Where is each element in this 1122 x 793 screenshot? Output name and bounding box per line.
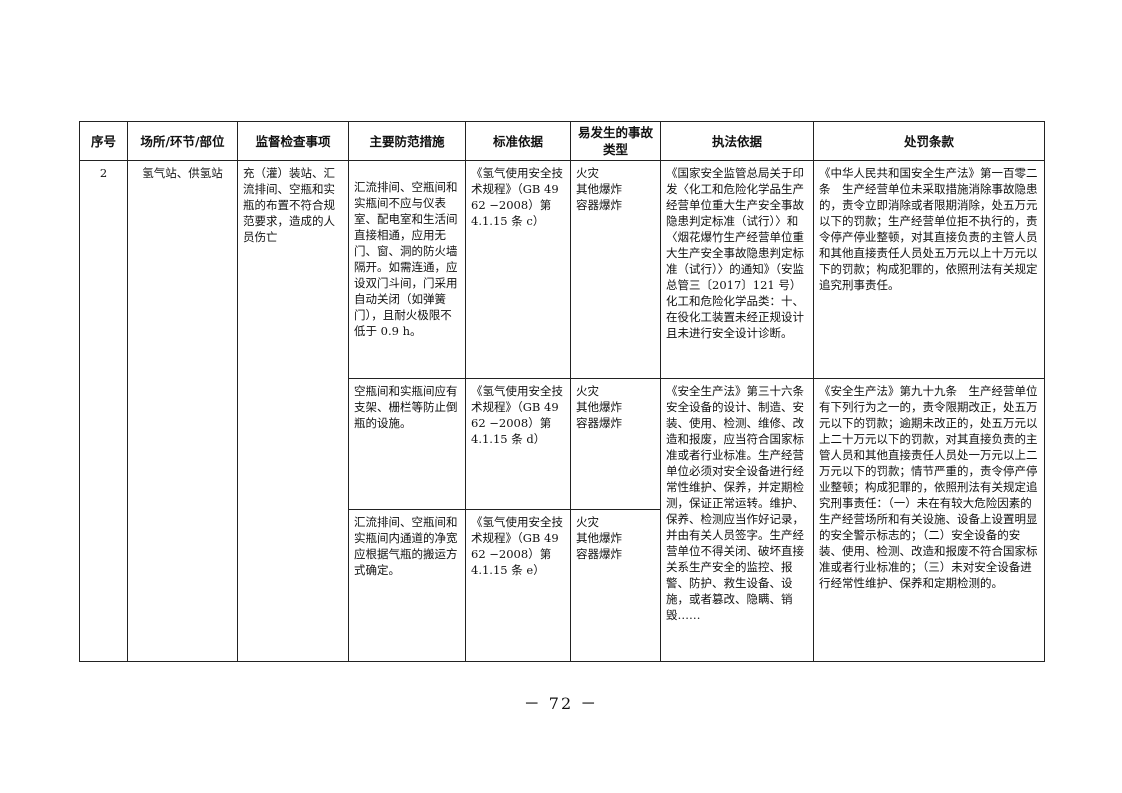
law-basis-cell-2: 《安全生产法》第三十六条 安全设备的设计、制造、安装、使用、检测、维修、改造和报… [660, 378, 816, 662]
standard-cell-1: 《氢气使用安全技术规程》（GB 4962 −2008）第 4.1.15 条 c） [465, 160, 571, 379]
page-number: － 72 － [523, 694, 599, 713]
header-item: 监督检查事项 [237, 121, 349, 161]
accident-type-cell-2: 火灾 其他爆炸 容器爆炸 [570, 378, 661, 510]
penalty-cell-1: 《中华人民共和国安全生产法》第一百零二条 生产经营单位未采取措施消除事故隐患的，… [813, 160, 1045, 379]
inspection-item-cell: 充（灌）装站、汇流排间、空瓶和实瓶的布置不符合规范要求，造成的人员伤亡 [237, 160, 349, 662]
law-basis-cell-1: 《国家安全监管总局关于印发〈化工和危险化学品生产经营单位重大生产安全事故隐患判定… [660, 160, 814, 379]
header-no: 序号 [79, 121, 128, 161]
penalty-cell-2: 《安全生产法》第九十九条 生产经营单位有下列行为之一的，责令限期改正，处五万元以… [813, 378, 1045, 662]
measure-cell-1: 汇流排间、空瓶间和实瓶间不应与仪表室、配电室和生活间直接相通，应用无门、窗、洞的… [348, 160, 466, 379]
measure-cell-2: 空瓶间和实瓶间应有支架、栅栏等防止倒瓶的设施。 [348, 378, 466, 510]
header-penalty: 处罚条款 [813, 121, 1045, 161]
site-cell: 氢气站、供氢站 [127, 160, 238, 662]
header-accident: 易发生的事故类型 [570, 121, 661, 161]
measure-cell-3: 汇流排间、空瓶间和实瓶间内通道的净宽应根据气瓶的搬运方式确定。 [348, 509, 466, 662]
header-standard: 标准依据 [465, 121, 571, 161]
accident-type-cell-1: 火灾 其他爆炸 容器爆炸 [570, 160, 661, 379]
header-row: 序号 场所/环节/部位 监督检查事项 主要防范措施 标准依据 易发生的事故类型 … [79, 121, 1045, 161]
header-site: 场所/环节/部位 [127, 121, 238, 161]
header-law: 执法依据 [660, 121, 814, 161]
row-number: 2 [79, 160, 128, 662]
table-row: 空瓶间和实瓶间应有支架、栅栏等防止倒瓶的设施。 《氢气使用安全技术规程》（GB … [80, 378, 1045, 662]
inspection-table: 序号 场所/环节/部位 监督检查事项 主要防范措施 标准依据 易发生的事故类型 … [79, 121, 1045, 662]
standard-cell-3: 《氢气使用安全技术规程》（GB 4962 −2008）第 4.1.15 条 e） [465, 509, 571, 662]
table-row: 2 氢气站、供氢站 充（灌）装站、汇流排间、空瓶和实瓶的布置不符合规范要求，造成… [79, 160, 1045, 662]
header-measures: 主要防范措施 [348, 121, 466, 161]
standard-cell-2: 《氢气使用安全技术规程》（GB 4962 −2008）第 4.1.15 条 d） [465, 378, 571, 510]
accident-type-cell-3: 火灾 其他爆炸 容器爆炸 [570, 509, 661, 662]
table-row: 汇流排间、空瓶间和实瓶间内通道的净宽应根据气瓶的搬运方式确定。 《氢气使用安全技… [80, 509, 1045, 662]
